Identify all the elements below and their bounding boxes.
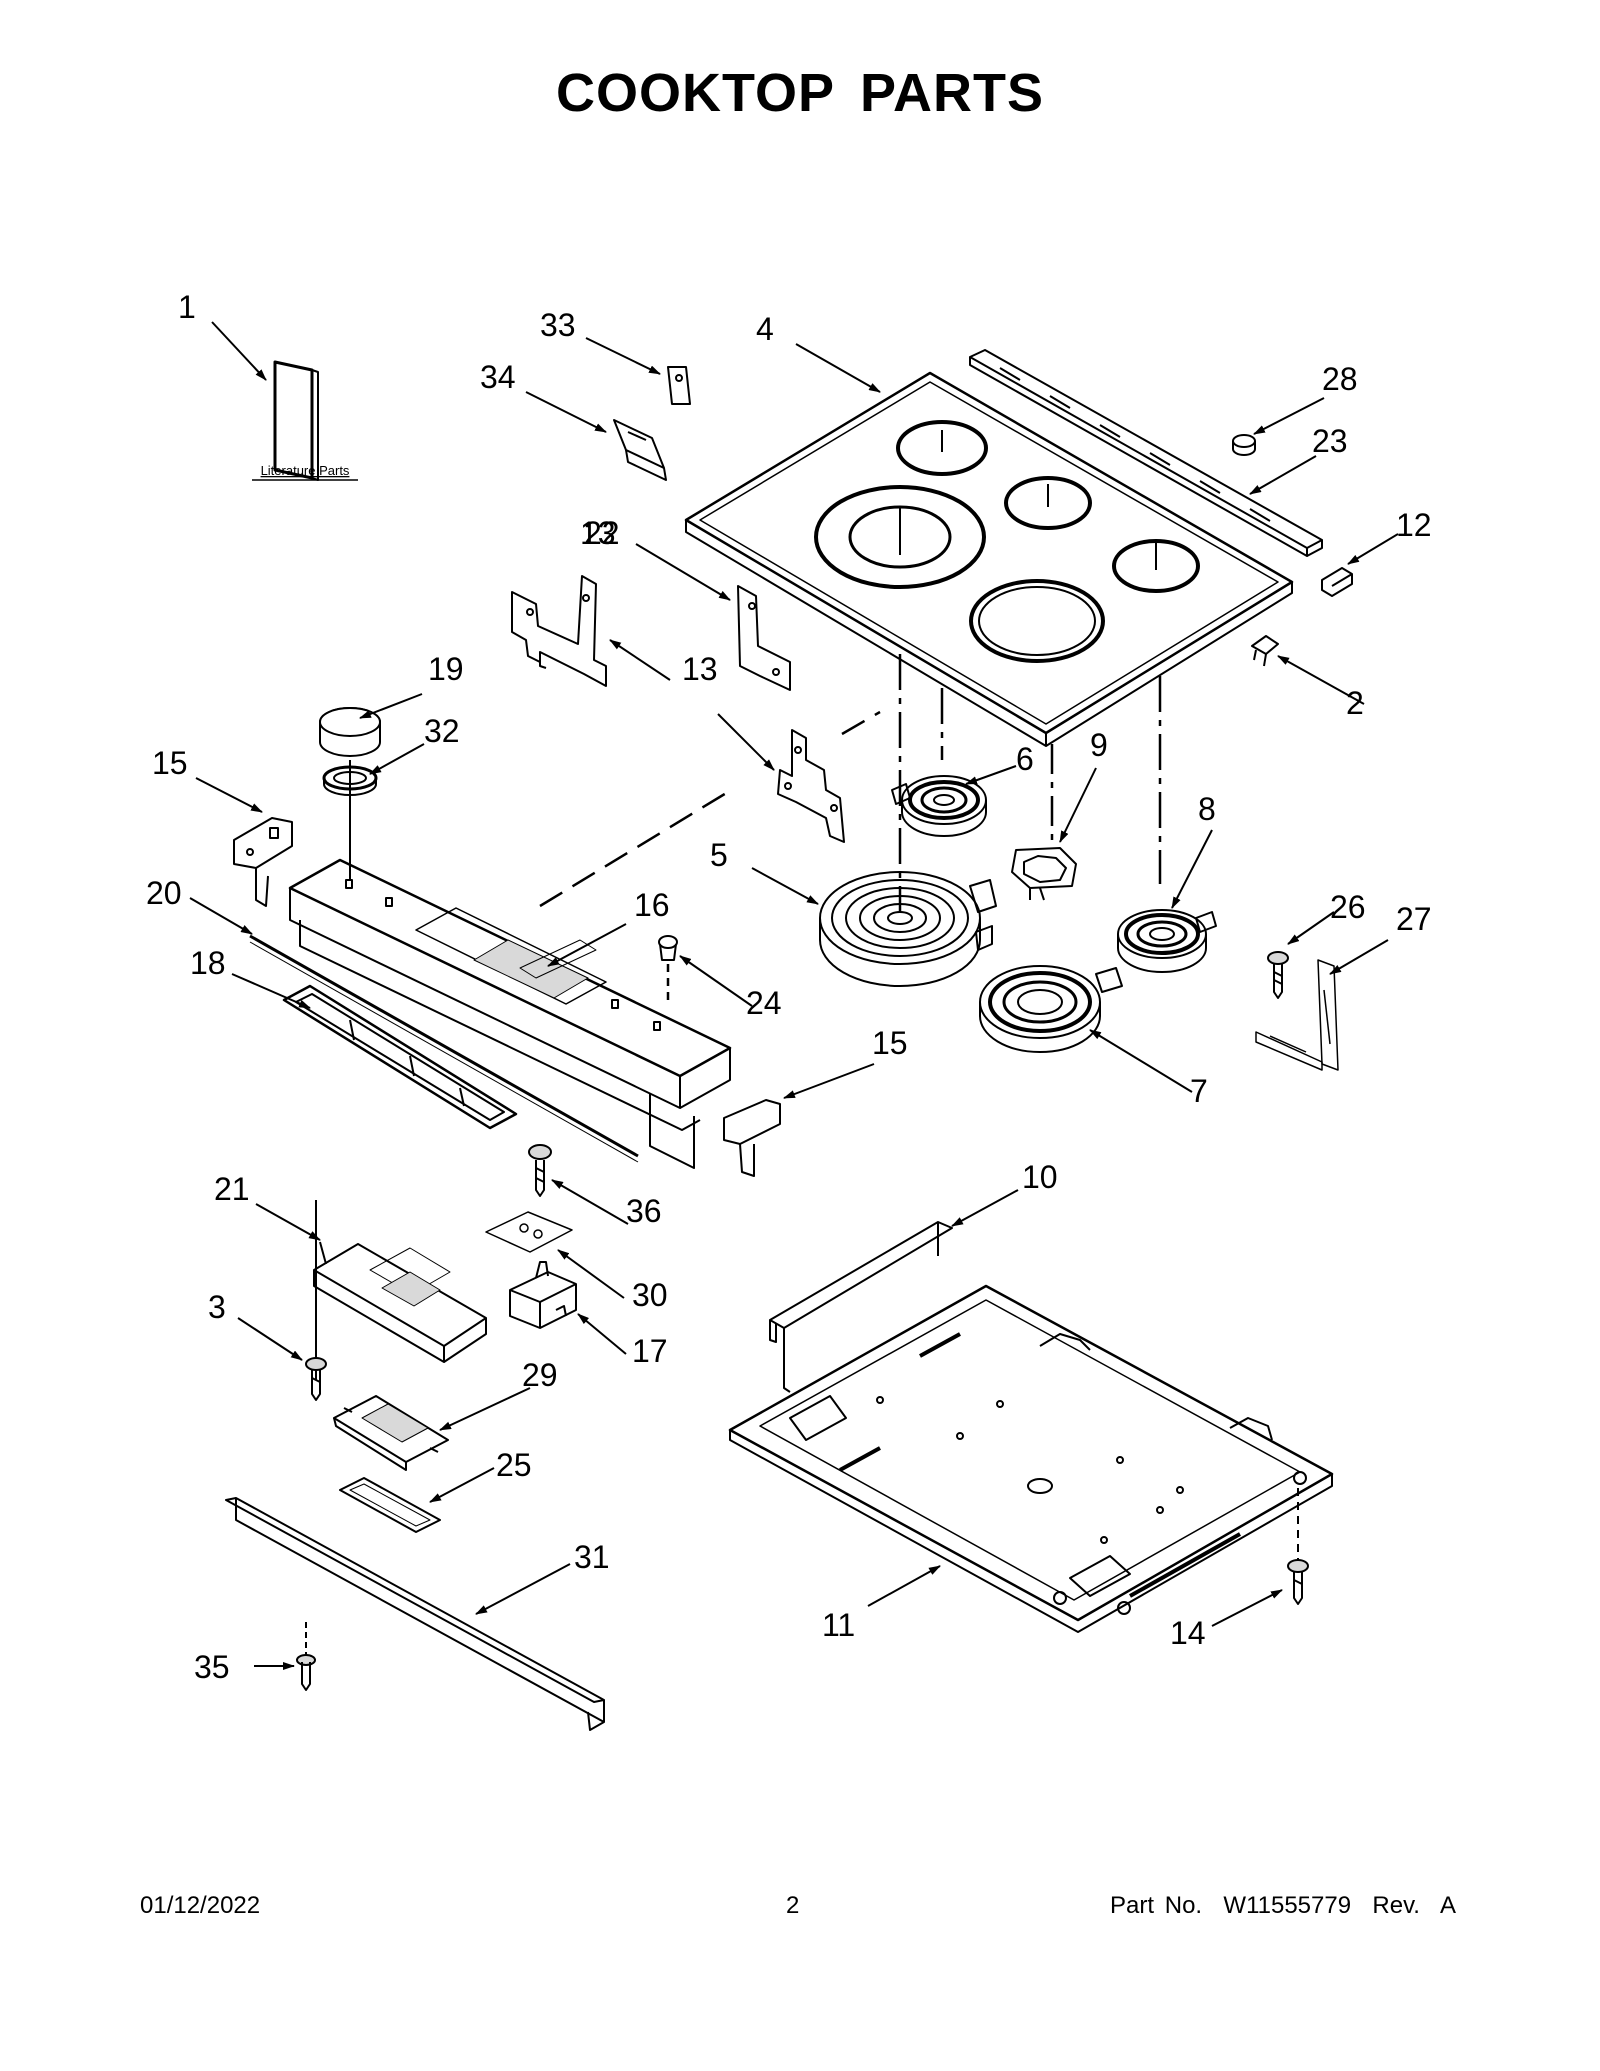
knob-bezel xyxy=(322,765,378,796)
assembly-guide-lines xyxy=(315,654,1162,1380)
small-surface-element xyxy=(891,775,987,837)
callout: 28 xyxy=(1322,361,1358,397)
side-bracket-left xyxy=(511,575,607,687)
insulator-pad xyxy=(485,1211,573,1253)
callout-numbers: 1 2 3 4 5 6 7 8 9 10 11 12 13 13 14 15 1… xyxy=(146,289,1432,1685)
callout: 9 xyxy=(1090,727,1108,763)
front-trim-rail xyxy=(225,1497,605,1731)
callout: 35 xyxy=(194,1649,230,1685)
callout: 6 xyxy=(1016,741,1034,777)
end-cap-right xyxy=(723,1099,781,1177)
callout: 2 xyxy=(1346,685,1364,721)
mounting-plate xyxy=(613,419,667,481)
screw-35 xyxy=(296,1622,316,1691)
control-knob xyxy=(319,707,381,757)
callout: 20 xyxy=(146,875,182,911)
large-surface-element xyxy=(819,871,997,987)
callout: 31 xyxy=(574,1539,610,1575)
callout: 36 xyxy=(626,1193,662,1229)
callout: 19 xyxy=(428,651,464,687)
callout: 11 xyxy=(822,1607,855,1643)
callout: 18 xyxy=(190,945,226,981)
callout: 8 xyxy=(1198,791,1216,827)
callout: 15 xyxy=(152,745,188,781)
callout: 29 xyxy=(522,1357,558,1393)
callout: 22 xyxy=(584,515,620,551)
cooktop-glass xyxy=(684,371,1294,747)
burner-box xyxy=(728,1284,1334,1633)
literature-parts-booklet xyxy=(252,360,358,481)
plug-button xyxy=(658,935,678,961)
callout: 32 xyxy=(424,713,460,749)
callout: 1 xyxy=(178,289,196,325)
insulator-disc xyxy=(1011,847,1077,901)
screw-3 xyxy=(305,1357,327,1401)
literature-parts-label: Literature Parts xyxy=(261,463,350,478)
trim-rod xyxy=(249,934,639,1163)
end-cap-left xyxy=(233,817,293,907)
wire-bracket xyxy=(1255,959,1339,1071)
footer-page-number: 2 xyxy=(786,1892,800,1919)
callout: 21 xyxy=(214,1171,250,1207)
support-channel xyxy=(769,1221,953,1393)
callout: 5 xyxy=(710,837,728,873)
infinite-switch xyxy=(509,1261,577,1329)
callout: 17 xyxy=(632,1333,668,1369)
callout: 3 xyxy=(208,1289,226,1325)
callout: 24 xyxy=(746,985,782,1021)
screw-14 xyxy=(1287,1488,1309,1605)
grommet xyxy=(1232,434,1256,456)
callout: 27 xyxy=(1396,901,1432,937)
callout: 26 xyxy=(1330,889,1366,925)
callout: 34 xyxy=(480,359,516,395)
callout: 15 xyxy=(872,1025,908,1061)
side-bracket-right xyxy=(777,729,845,843)
display-window-frame xyxy=(282,984,518,1130)
footer-part-number: Part No. W11555779 Rev. A xyxy=(1110,1892,1456,1919)
callout: 7 xyxy=(1190,1073,1208,1109)
screw-36 xyxy=(528,1144,552,1197)
page-title: COOKTOP PARTS xyxy=(555,63,1045,123)
rear-trim-strip xyxy=(969,349,1323,557)
callout: 16 xyxy=(634,887,670,923)
screw-26 xyxy=(1267,951,1289,999)
bracket-22 xyxy=(737,585,791,691)
callout: 12 xyxy=(1396,507,1432,543)
electronic-control-board xyxy=(313,1241,487,1363)
callout: 4 xyxy=(756,311,774,347)
right-surface-element xyxy=(1117,909,1217,973)
callout: 14 xyxy=(1170,1615,1206,1651)
footer-date: 01/12/2022 xyxy=(140,1892,261,1919)
callout: 13 xyxy=(580,515,616,551)
control-console xyxy=(288,858,732,1169)
callout: 10 xyxy=(1022,1159,1058,1195)
callout: 25 xyxy=(496,1447,532,1483)
clip xyxy=(1321,567,1353,597)
callout: 30 xyxy=(632,1277,668,1313)
callout: 13 xyxy=(682,651,718,687)
callout: 23 xyxy=(1312,423,1348,459)
touch-control-board xyxy=(333,1395,449,1471)
spring-clip xyxy=(1251,635,1279,667)
gasket xyxy=(339,1477,441,1533)
small-bracket xyxy=(667,366,691,405)
dual-surface-element xyxy=(979,965,1123,1053)
callout: 33 xyxy=(540,307,576,343)
leader-arrows xyxy=(189,321,1399,1670)
